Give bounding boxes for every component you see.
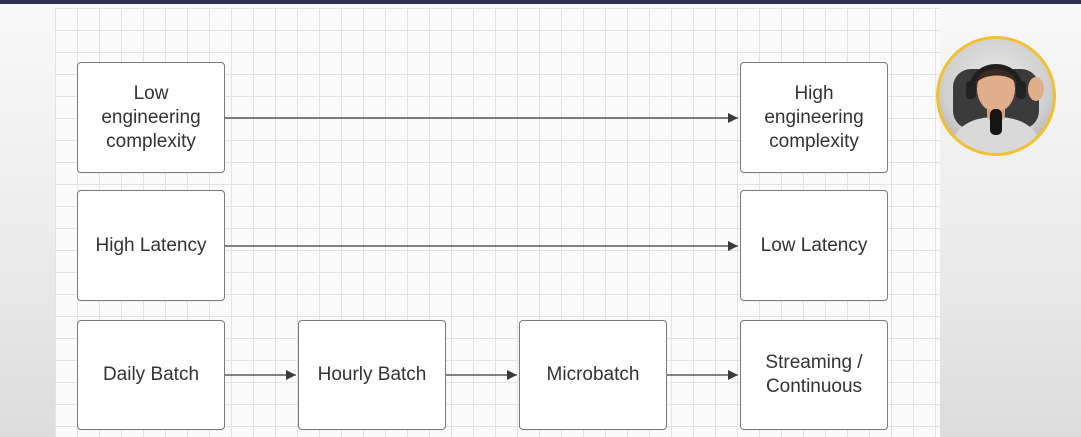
presenter-webcam — [936, 36, 1056, 156]
top-bar — [0, 0, 1081, 4]
box-daily-batch: Daily Batch — [77, 320, 225, 430]
box-streaming-continuous: Streaming / Continuous — [740, 320, 888, 430]
box-microbatch: Microbatch — [519, 320, 667, 430]
box-hourly-batch: Hourly Batch — [298, 320, 446, 430]
presenter-webcam-icon — [949, 64, 1044, 153]
box-high-engineering-complexity: High engineering complexity — [740, 62, 888, 173]
box-low-latency: Low Latency — [740, 190, 888, 301]
box-low-engineering-complexity: Low engineering complexity — [77, 62, 225, 173]
box-high-latency: High Latency — [77, 190, 225, 301]
